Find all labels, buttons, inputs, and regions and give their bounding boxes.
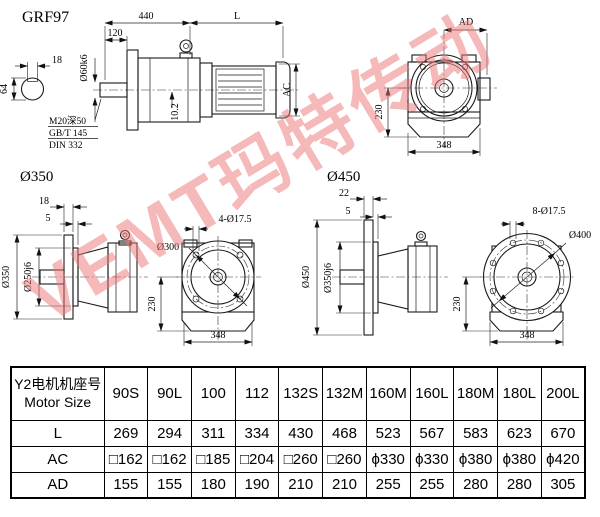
dim-shaft-dia: Ø60k6 — [79, 54, 90, 81]
table-cell: 280 — [453, 471, 498, 499]
row-label-L: L — [10, 419, 105, 447]
table-cell: 523 — [365, 419, 411, 447]
col-header-112: 112 — [234, 366, 280, 421]
flange-350-title: Ø350 — [20, 169, 53, 185]
table-cell: 468 — [322, 419, 367, 447]
table-row-AC: AC □162 □162 □185 □204 □260 □260 ϕ330 ϕ3… — [10, 445, 586, 473]
table-row-AD: AD 155 155 180 190 210 210 255 255 280 2… — [10, 471, 586, 499]
dim-ad: AD — [459, 17, 473, 28]
table-cell: □204 — [234, 445, 280, 473]
table-cell: 670 — [540, 419, 586, 447]
table-cell: 280 — [496, 471, 542, 499]
table-cell: □185 — [190, 445, 236, 473]
table-cell: 294 — [147, 419, 192, 447]
header-cn: Y2电机机座号 — [14, 376, 102, 393]
dim-flange-od-450: Ø450 — [301, 266, 312, 288]
dim-18: 18 — [39, 196, 49, 207]
table-cell: ϕ330 — [365, 445, 411, 473]
table-row-L: L 269 294 311 334 430 468 523 567 583 62… — [10, 419, 586, 447]
shaft-cross-section: 18 64 — [0, 55, 62, 101]
table-cell: 334 — [234, 419, 280, 447]
table-cell: 180 — [190, 471, 236, 499]
dim-348-450: 348 — [520, 330, 535, 341]
flange-350-front-view: 4-Ø17.5 Ø300 230 348 — [147, 214, 261, 346]
flange-350-side-view: 18 5 Ø350 Ø250j6 — [1, 196, 148, 320]
table-cell: 583 — [453, 419, 498, 447]
table-cell: □162 — [147, 445, 192, 473]
dim-120: 120 — [108, 28, 123, 39]
table-cell: 255 — [409, 471, 455, 499]
dim-L: L — [234, 11, 240, 22]
table-cell: ϕ420 — [540, 445, 586, 473]
table-cell: 305 — [540, 471, 586, 499]
table-cell: 311 — [190, 419, 236, 447]
dim-shaft-height: 64 — [0, 84, 10, 94]
table-cell: ϕ330 — [409, 445, 455, 473]
row-label-AC: AC — [10, 445, 105, 473]
dim-230-350: 230 — [147, 297, 158, 312]
note-din: DIN 332 — [49, 141, 83, 151]
table-cell: 210 — [322, 471, 367, 499]
dim-ac: AC — [282, 83, 293, 97]
col-header-180m: 180M — [453, 366, 498, 421]
table-cell: 269 — [103, 419, 149, 447]
dim-348-350: 348 — [211, 330, 226, 341]
dim-spigot-250: Ø250j6 — [23, 262, 34, 292]
table-cell: 155 — [147, 471, 192, 499]
col-header-160l: 160L — [409, 366, 455, 421]
dim-key-width: 18 — [52, 55, 62, 66]
motor-size-table: Y2电机机座号 Motor Size 90S 90L 100 112 132S … — [10, 366, 586, 499]
table-cell: 567 — [409, 419, 455, 447]
note-gbt: GB/T 145 — [49, 129, 87, 139]
table-cell: □162 — [103, 445, 149, 473]
flange-450-title: Ø450 — [327, 169, 360, 185]
dim-holes-450: 8-Ø17.5 — [532, 206, 565, 217]
table-cell: □260 — [322, 445, 367, 473]
table-cell: ϕ380 — [453, 445, 498, 473]
table-cell: 210 — [278, 471, 324, 499]
col-header-180l: 180L — [496, 366, 542, 421]
table-cell: 255 — [365, 471, 411, 499]
dim-5-450: 5 — [346, 206, 351, 217]
table-cell: 430 — [278, 419, 324, 447]
dim-bolt-circle-300: Ø300 — [157, 242, 179, 253]
header-en: Motor Size — [24, 393, 92, 410]
col-header-132s: 132S — [278, 366, 324, 421]
page-title: GRF97 — [22, 9, 69, 26]
table-cell: 190 — [234, 471, 280, 499]
note-tap: M20深50 — [49, 116, 86, 127]
dim-holes-350: 4-Ø17.5 — [218, 214, 251, 225]
dim-22: 22 — [339, 188, 349, 199]
dim-10-2: 10.2 — [170, 103, 181, 121]
flange-450-front-view: 8-Ø17.5 Ø400 230 348 — [452, 206, 591, 346]
dim-440: 440 — [139, 11, 154, 22]
dim-flange-od-350: Ø350 — [1, 266, 12, 288]
table-cell: □260 — [278, 445, 324, 473]
main-front-view: AD 230 348 — [374, 17, 497, 156]
col-header-200l: 200L — [540, 366, 586, 421]
table-cell: 623 — [496, 419, 542, 447]
table-corner-header: Y2电机机座号 Motor Size — [10, 366, 105, 421]
dim-230-450: 230 — [452, 297, 463, 312]
row-label-AD: AD — [10, 471, 105, 499]
flange-450-side-view: 22 5 Ø450 Ø350j6 — [301, 188, 448, 336]
main-side-view: 440 L 120 Ø60k6 10.2 AC M20深50 GB/T 145 … — [48, 11, 300, 151]
col-header-90l: 90L — [147, 366, 192, 421]
table-cell: ϕ380 — [496, 445, 542, 473]
table-header-row: Y2电机机座号 Motor Size 90S 90L 100 112 132S … — [10, 366, 586, 421]
dim-bolt-circle-400: Ø400 — [569, 230, 591, 241]
dim-348-front: 348 — [437, 140, 452, 151]
dim-spigot-350j6: Ø350j6 — [323, 263, 334, 293]
technical-drawing-canvas: GRF97 18 64 — [0, 9, 591, 346]
col-header-100: 100 — [190, 366, 236, 421]
col-header-90s: 90S — [103, 366, 149, 421]
table-cell: 155 — [103, 471, 149, 499]
col-header-132m: 132M — [322, 366, 367, 421]
dim-5: 5 — [46, 213, 51, 224]
dim-230-front: 230 — [374, 105, 385, 120]
col-header-160m: 160M — [365, 366, 411, 421]
